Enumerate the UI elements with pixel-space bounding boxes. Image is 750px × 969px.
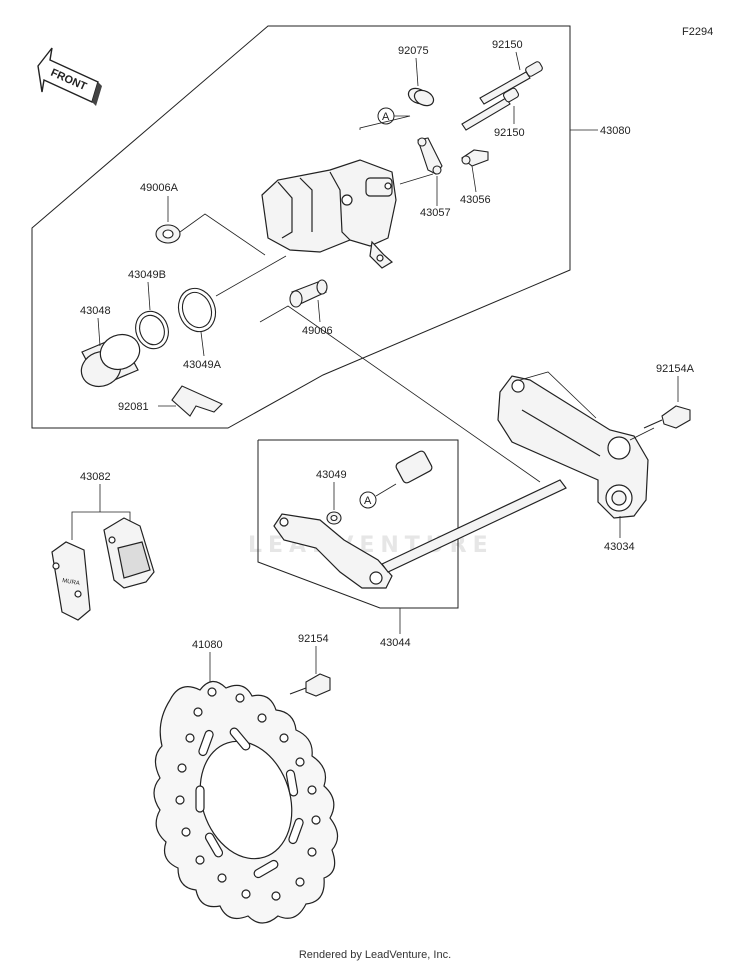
footer-credit: Rendered by LeadVenture, Inc.	[298, 949, 452, 961]
pin-92150-a	[479, 61, 543, 105]
piston-43048	[80, 333, 141, 388]
caliper-holder-43044	[273, 450, 567, 589]
label-92154: 92154	[298, 633, 329, 645]
caliper-assembly-outline	[31, 25, 571, 429]
label-43057: 43057	[420, 207, 451, 219]
label-49006A: 49006A	[140, 182, 179, 194]
svg-text:A: A	[364, 495, 372, 507]
label-43034: 43034	[604, 541, 635, 553]
label-43049B: 43049B	[128, 269, 166, 281]
label-92075: 92075	[398, 45, 429, 57]
brake-disc-41080	[153, 680, 339, 924]
label-92150-bottom: 92150	[494, 127, 525, 139]
label-43049A: 43049A	[183, 359, 222, 371]
boot-49006A	[155, 224, 181, 244]
label-92154A: 92154A	[656, 363, 695, 375]
bracket-43034	[497, 375, 649, 519]
label-43082: 43082	[80, 471, 111, 483]
label-43048: 43048	[80, 305, 111, 317]
bolt-92154A	[643, 405, 691, 429]
label-92150-top: 92150	[492, 39, 523, 51]
label-43080: 43080	[600, 125, 631, 137]
figure-code: F2294	[682, 26, 713, 38]
label-49006: 49006	[302, 325, 333, 337]
seal-43049A	[177, 287, 217, 333]
boot-49006	[289, 279, 328, 308]
front-arrow-icon: FRONT	[37, 47, 102, 106]
label-43049: 43049	[316, 469, 347, 481]
label-43044: 43044	[380, 637, 411, 649]
bolt-92154	[289, 673, 331, 697]
caliper-body	[261, 159, 397, 269]
label-92081: 92081	[118, 401, 149, 413]
boot-92075	[407, 87, 435, 107]
seal-43049B	[135, 310, 169, 350]
link-43057	[417, 137, 443, 175]
spring-92081	[171, 385, 223, 417]
ref-a-marker-upper: A	[377, 107, 395, 125]
brake-pad-right	[103, 517, 155, 589]
ref-a-marker-lower: A	[359, 491, 377, 509]
seal-43049	[326, 511, 342, 525]
svg-text:A: A	[382, 111, 390, 123]
holder-assembly-outline	[257, 439, 459, 609]
bleeder-43056	[461, 149, 489, 167]
svg-text:MURA: MURA	[62, 578, 80, 587]
pin-92150-b	[461, 87, 520, 131]
label-43056: 43056	[460, 194, 491, 206]
brake-pad-left: MURA	[51, 541, 91, 621]
label-41080: 41080	[192, 639, 223, 651]
